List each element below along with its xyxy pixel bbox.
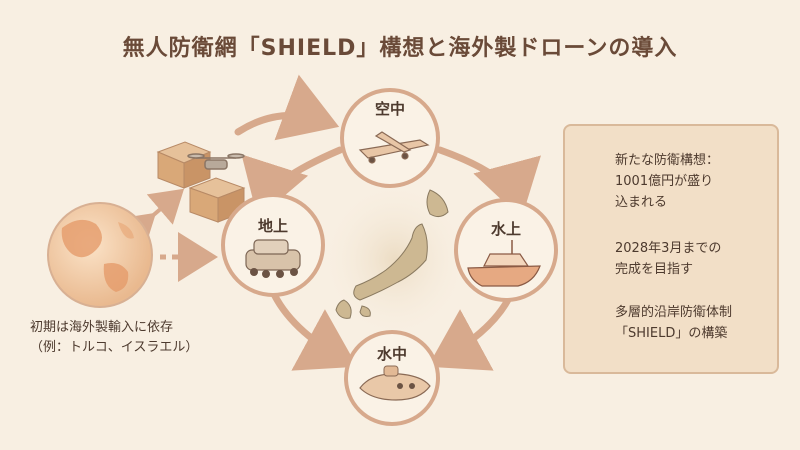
aircraft-icon	[358, 131, 430, 164]
import-arrow-top	[234, 74, 340, 141]
node-label-air: 空中	[374, 100, 405, 118]
globe-icon	[47, 202, 153, 308]
left-caption-line1: 初期は海外製輸入に依存	[30, 320, 174, 335]
left-caption: 初期は海外製輸入に依存 （例：トルコ、イスラエル）	[30, 318, 230, 358]
page-title: 無人防衛網「SHIELD」構想と海外製ドローンの導入	[122, 36, 678, 61]
drone-icon	[187, 153, 245, 170]
info-shield-line2: 「SHIELD」の構築	[615, 326, 728, 341]
info-item-shield: 多層的沿岸防衛体制 「SHIELD」の構築	[615, 302, 777, 344]
submarine-icon	[359, 365, 431, 401]
node-label-land: 地上	[257, 217, 288, 235]
info-budget-line2: 1001億円が盛り	[615, 174, 714, 189]
double-arrow	[118, 188, 185, 249]
japan-map-icon	[320, 180, 470, 340]
info-item-budget: 新たな防衛構想： 1001億円が盛り 込まれる	[615, 150, 777, 213]
node-label-underwater: 水中	[376, 345, 407, 363]
info-shield-line1: 多層的沿岸防衛体制	[615, 305, 733, 320]
info-budget-line3: 込まれる	[615, 195, 668, 210]
info-deadline-line2: 完成を目指す	[615, 262, 694, 277]
tank-icon	[245, 239, 301, 278]
info-item-deadline: 2028年3月までの 完成を目指す	[615, 238, 777, 280]
node-label-sea: 水上	[490, 220, 521, 238]
boat-icon	[467, 240, 541, 287]
left-caption-line2: （例：トルコ、イスラエル）	[30, 340, 199, 355]
info-box: 新たな防衛構想： 1001億円が盛り 込まれる 2028年3月までの 完成を目指…	[563, 124, 779, 374]
info-budget-line1: 新たな防衛構想：	[615, 153, 720, 168]
info-deadline-line1: 2028年3月までの	[615, 241, 722, 256]
